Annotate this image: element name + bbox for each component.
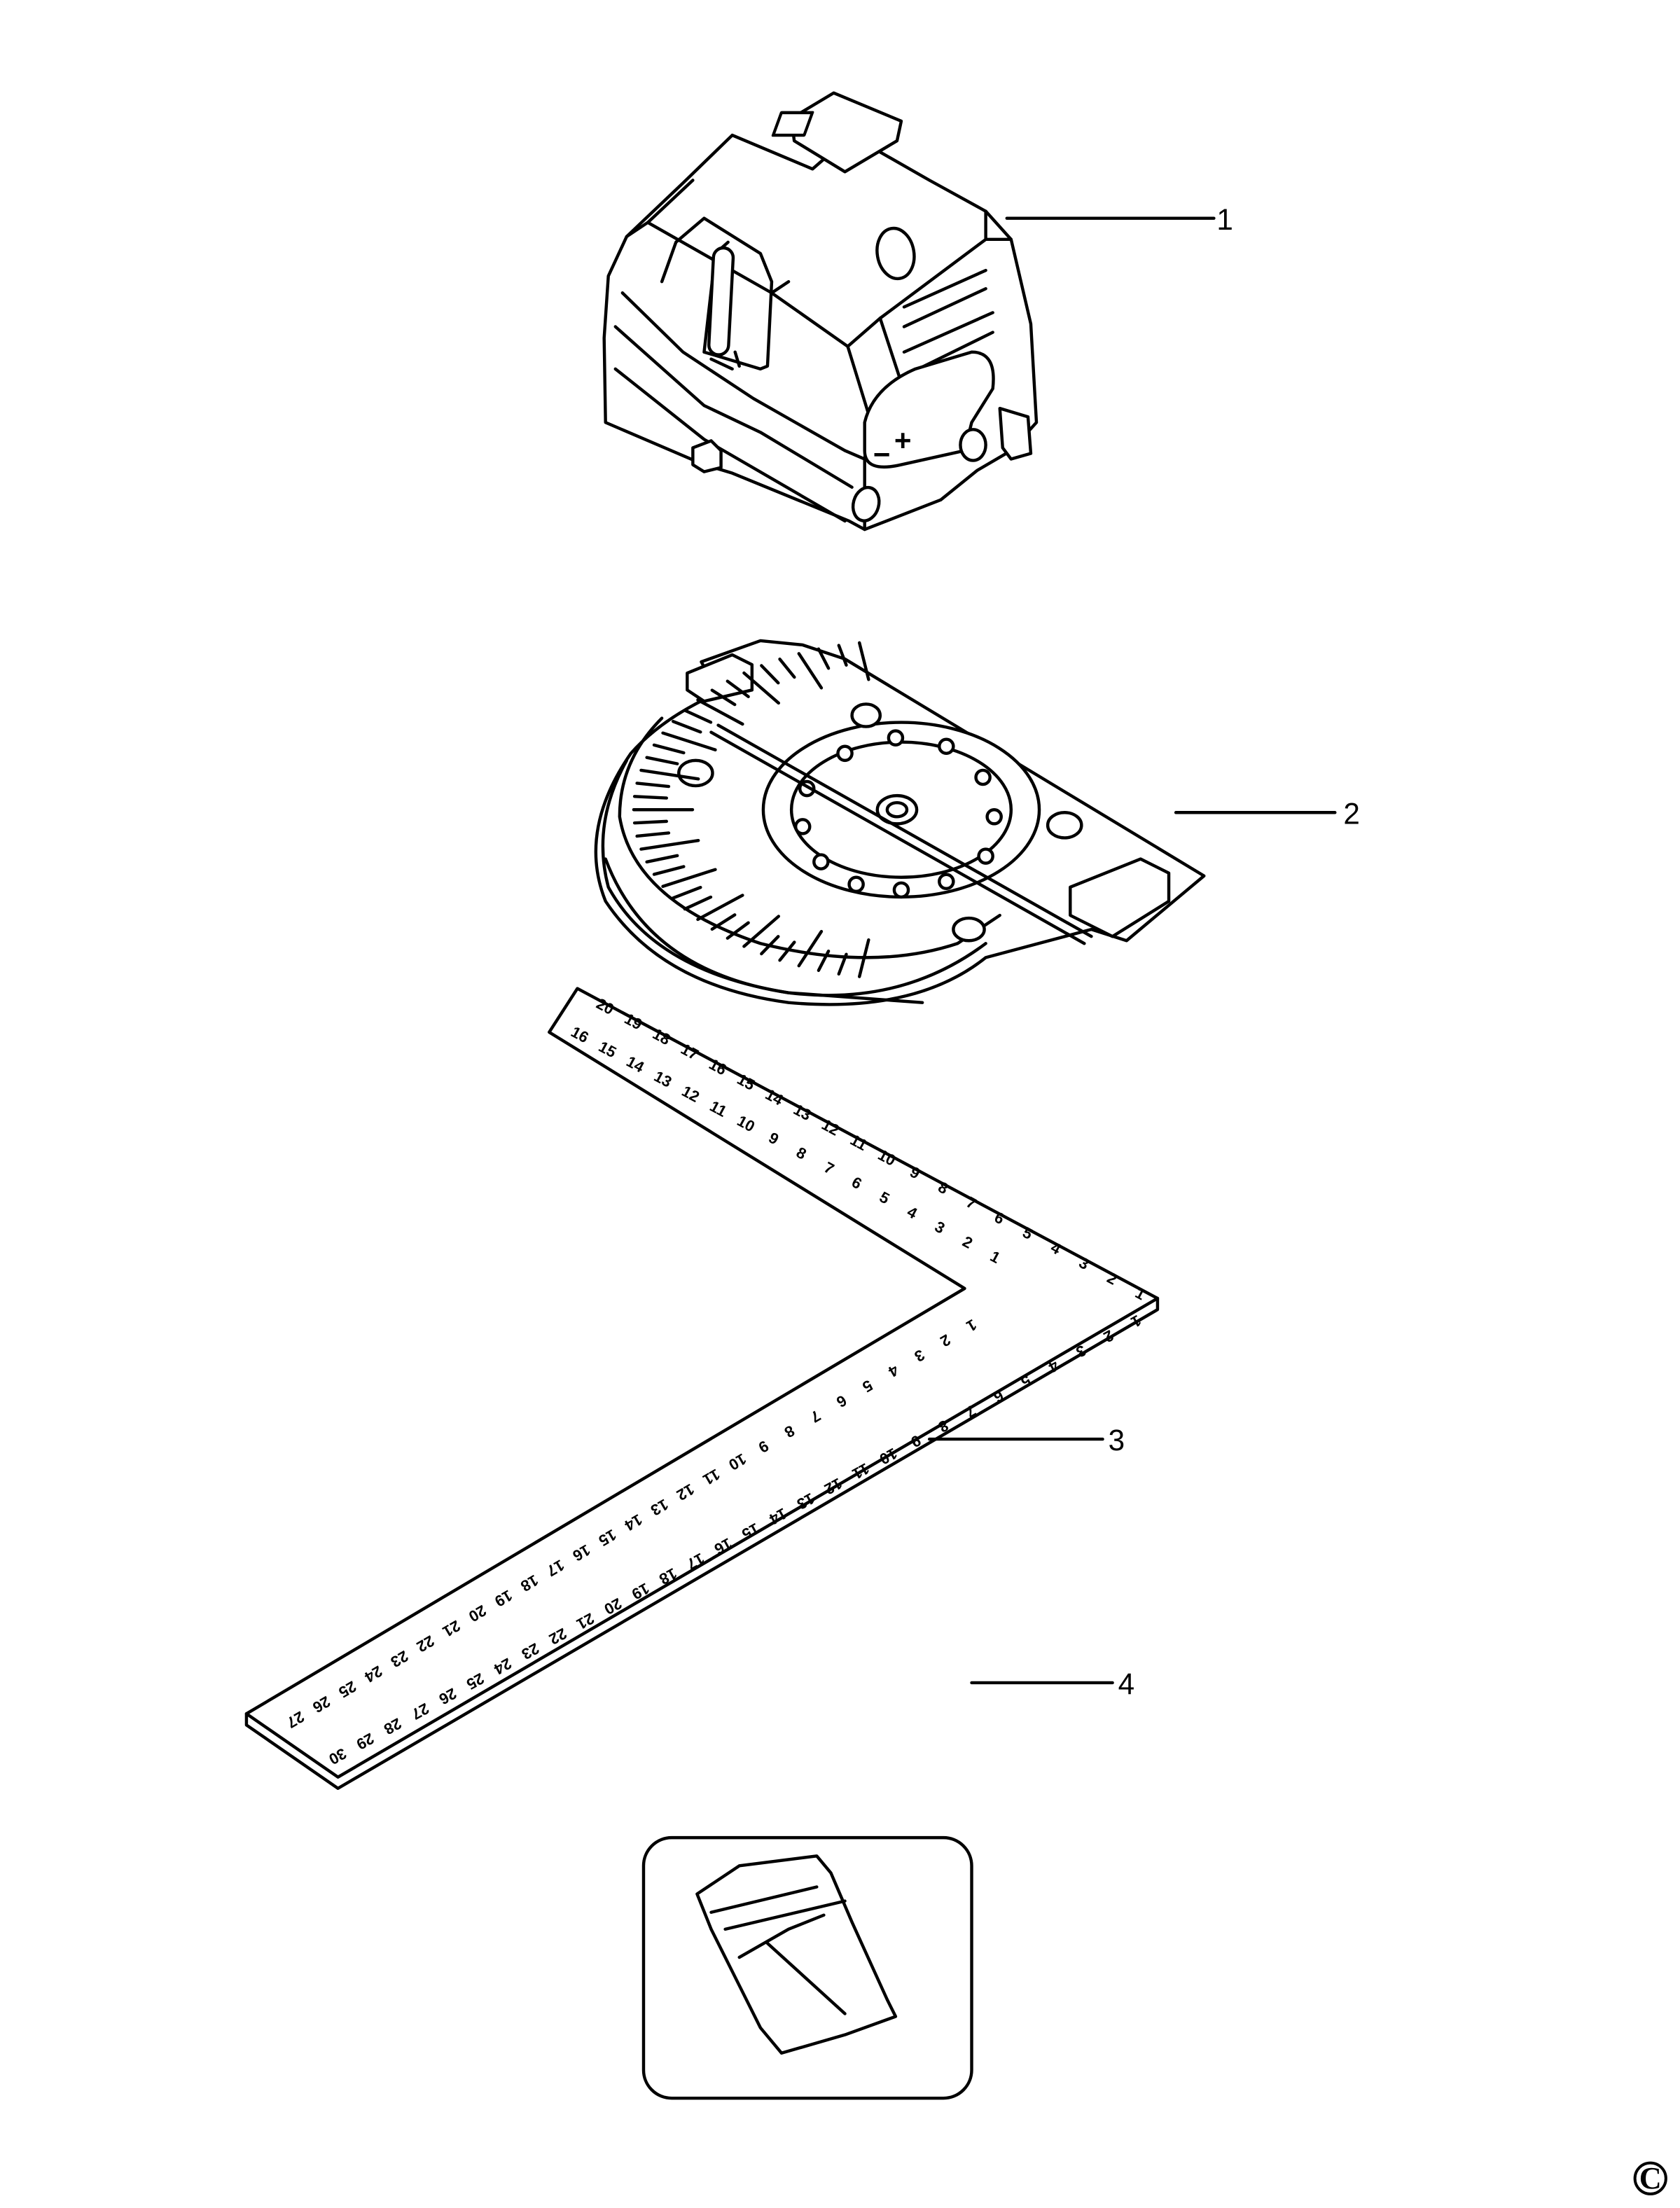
protractor-tick [710, 913, 737, 931]
protractor-tick [710, 688, 737, 707]
protractor-tick [635, 831, 671, 838]
protractor-tick [726, 679, 750, 698]
protractor-tick [672, 719, 702, 734]
protractor-tick [857, 641, 870, 681]
protractor-tick [645, 854, 679, 864]
protractor-tick [635, 782, 671, 789]
protractor-tick [639, 838, 700, 851]
protractor-tick [778, 940, 796, 962]
part-4-parts-bag [641, 1835, 973, 2100]
protractor-tick [760, 664, 780, 685]
minus-mark: − [873, 438, 891, 471]
protractor-tick [683, 895, 713, 911]
protractor-tick [652, 865, 686, 876]
protractor-tick [760, 935, 780, 956]
protractor-holes [793, 729, 1003, 899]
protractor-tick [696, 698, 744, 726]
protractor-tick [837, 952, 848, 976]
plus-mark: + [894, 424, 912, 457]
part-3-square-ruler: 2019181716151413121110987654321161514131… [244, 987, 1160, 1790]
protractor-tick [817, 647, 831, 670]
protractor-tick [797, 929, 824, 968]
protractor-tick [857, 938, 870, 978]
protractor-tick [817, 949, 831, 972]
part-number-3: 3 [1109, 1424, 1125, 1457]
protractor-tick [778, 658, 796, 679]
protractor-tick [661, 731, 717, 751]
protractor-tick [726, 921, 750, 940]
svg-text:C: C [1639, 2161, 1662, 2195]
protractor-tick [652, 743, 686, 755]
copyright-mark: C [1633, 2161, 1667, 2195]
protractor-tick [683, 709, 713, 724]
ruler-number: 1 [1128, 1312, 1144, 1331]
part-1-laser-level: + − [602, 91, 1039, 532]
protractor-tick [661, 868, 717, 888]
protractor-tick [696, 894, 744, 922]
protractor-tick [639, 768, 700, 781]
part-number-2: 2 [1343, 797, 1359, 830]
part-2-protractor-base [594, 639, 1206, 1006]
protractor-tick [632, 795, 669, 800]
protractor-tick [672, 885, 702, 900]
protractor-tick [797, 652, 824, 690]
protractor-tick-marks [632, 641, 870, 978]
protractor-tick [742, 915, 781, 948]
protractor-tick [837, 644, 848, 667]
protractor-tick [632, 819, 669, 825]
part-number-4: 4 [1118, 1667, 1134, 1700]
part-number-1: 1 [1216, 203, 1233, 236]
protractor-tick [645, 756, 679, 765]
protractor-tick [742, 671, 781, 705]
